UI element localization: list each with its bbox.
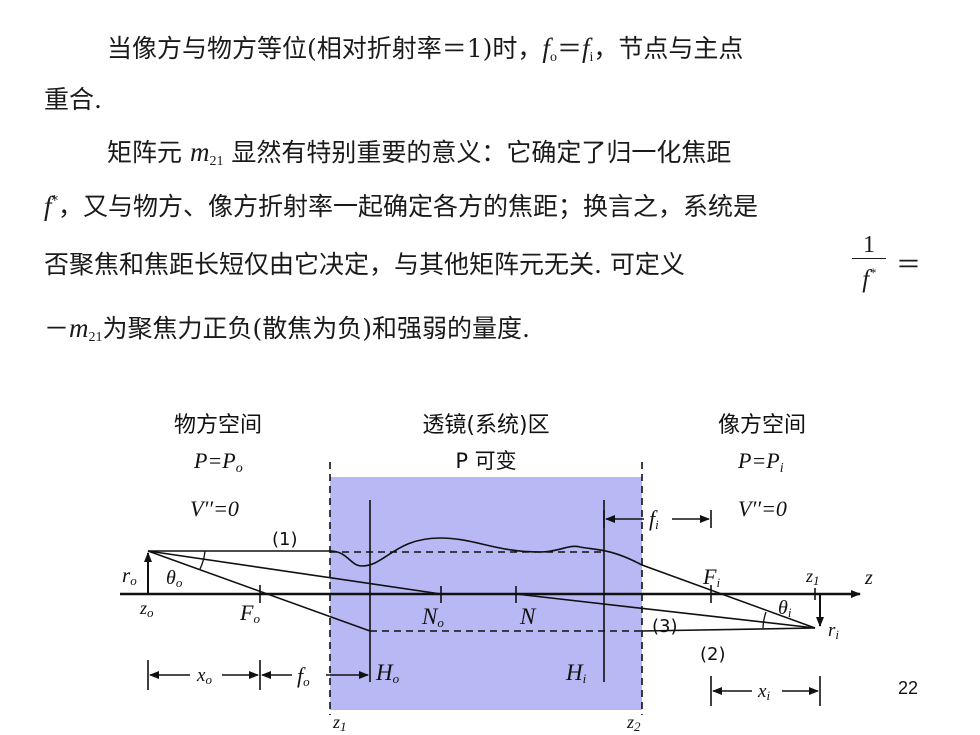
ray-1 [148, 537, 816, 629]
label-z1-boundary: z1 [332, 712, 347, 734]
label-n: N [519, 604, 537, 629]
label-x1: xi [757, 681, 770, 703]
angle-theta0-arc [199, 550, 206, 570]
label-h1: Hi [565, 660, 587, 686]
para2-line4: －m21为聚焦力正负(散焦为负)和强弱的量度. [44, 313, 530, 346]
label-n0: No [421, 604, 444, 630]
ray-3-image [515, 593, 816, 629]
label-z0: zo [139, 598, 154, 620]
para2-eq: ＝ [896, 250, 922, 279]
ray-label-3: (3) [652, 616, 678, 637]
label-z1-image: z1 [805, 566, 820, 588]
page-number: 22 [898, 678, 919, 698]
label-r0: ro [122, 563, 137, 588]
ray-3-nodal [147, 550, 442, 595]
label-theta0: θo [166, 567, 183, 590]
object-space-title: 物方空间 [174, 413, 262, 438]
lens-region-title: 透镜(系统)区 [422, 413, 549, 438]
para2-line2: f*，又与物方、像方折射率一起确定各方的焦距；换言之，系统是 [44, 191, 759, 221]
label-z2-boundary: z2 [626, 712, 641, 734]
para2-line1: 矩阵元 m21 显然有特别重要的意义：它确定了归一化焦距 [107, 137, 732, 170]
image-v-equation: V′′=0 [738, 496, 787, 521]
label-f1-point: Fi [702, 564, 720, 590]
para2-line3: 否聚焦和焦距长短仅由它决定，与其他矩阵元无关. 可定义 [44, 250, 685, 279]
label-h0: Ho [375, 660, 400, 686]
label-f0: fo [297, 663, 310, 689]
para1-line2: 重合. [44, 85, 102, 114]
image-space-title: 像方空间 [718, 413, 806, 438]
ray-2-outside [641, 627, 816, 632]
image-p-equation: P=Pi [737, 448, 784, 476]
object-v-equation: V′′=0 [190, 496, 239, 521]
label-f0-point: Fo [239, 600, 260, 626]
ray-label-1: (1) [272, 529, 298, 550]
ray-2-inside [147, 550, 371, 632]
object-p-equation: P=Po [193, 448, 243, 476]
label-fi: fi [649, 506, 659, 532]
fraction-one-over-fstar: 1 f* [852, 232, 886, 294]
label-r1: ri [828, 620, 839, 642]
para1-line1: 当像方与物方等位(相对折射率＝1)时，fo＝fi，节点与主点 [107, 33, 744, 66]
angle-theta1-arc [762, 611, 767, 629]
label-theta1: θi [778, 597, 792, 620]
lens-p-label: P 可变 [455, 449, 516, 473]
label-x0: xo [196, 665, 212, 687]
label-z-axis: z [864, 567, 873, 589]
ray-label-2: (2) [700, 644, 726, 665]
